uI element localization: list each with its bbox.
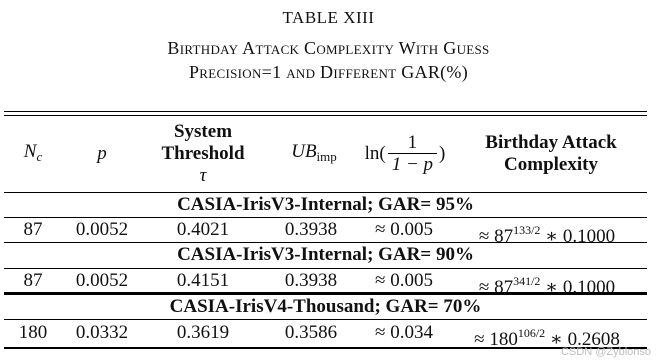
header-ub-sub: imp	[316, 148, 337, 164]
cell-ub: 0.3586	[284, 322, 338, 343]
section-title-3: CASIA-IrisV4-Thousand; GAR= 70%	[169, 296, 482, 317]
section-title-1: CASIA-IrisV3-Internal; GAR= 95%	[177, 194, 474, 215]
header-ln-numerator: 1	[407, 131, 418, 153]
header-bac-line1: Birthday Attack	[485, 132, 617, 153]
cell-ln: ≈ 0.034	[375, 322, 433, 343]
cell-threshold: 0.3619	[176, 322, 230, 343]
cell-ln: ≈ 0.005	[375, 219, 433, 240]
cell-bac-exponent: 133/2	[513, 223, 541, 237]
table-caption-line-2: Precision=1 and Different GAR(%)	[188, 62, 469, 82]
rule-section-1	[4, 217, 647, 218]
cell-ln: ≈ 0.005	[375, 270, 433, 291]
cell-bac-base: ≈ 87	[478, 226, 514, 247]
rule-section-2-top	[4, 242, 647, 243]
watermark: CSDN @Zyblonso	[560, 346, 651, 358]
header-birthday-attack: Birthday Attack Complexity	[460, 118, 642, 190]
rule-top-inner	[4, 115, 647, 116]
rule-section-2	[4, 268, 647, 269]
cell-bac: ≈ 180106/2 ∗ 0.2608	[452, 321, 642, 352]
table-caption-line-1: Birthday Attack Complexity With Guess	[167, 38, 490, 58]
header-threshold: System Threshold τ	[150, 118, 256, 190]
table-number: TABLE XIII	[282, 8, 375, 27]
cell-p: 0.0332	[75, 322, 129, 343]
cell-bac: ≈ 87133/2 ∗ 0.1000	[452, 218, 642, 249]
header-threshold-line2: Threshold	[161, 143, 245, 164]
header-nc: Nc	[14, 118, 52, 190]
section-title-2: CASIA-IrisV3-Internal; GAR= 90%	[177, 244, 474, 265]
cell-nc: 87	[23, 219, 43, 240]
cell-bac-base: ≈ 180	[474, 329, 518, 350]
cell-threshold: 0.4151	[176, 270, 230, 291]
cell-p: 0.0052	[75, 270, 129, 291]
header-ln-suffix: )	[439, 143, 446, 164]
header-nc-sub: c	[36, 148, 43, 164]
rule-table-bottom	[4, 347, 647, 349]
header-bac-line2: Complexity	[504, 154, 598, 175]
rule-section-3	[4, 319, 647, 320]
cell-bac-exponent: 106/2	[517, 326, 546, 340]
header-ln-prefix: ln(	[364, 143, 386, 164]
cell-nc: 180	[18, 322, 48, 343]
header-ub-main: UB	[291, 140, 317, 162]
cell-p: 0.0052	[75, 219, 129, 240]
header-ub: UBimp	[276, 118, 352, 190]
rule-header-bottom	[4, 192, 647, 193]
cell-bac-factor: ∗ 0.1000	[540, 226, 616, 247]
rule-section-3-thick	[4, 292, 647, 295]
header-p-label: p	[97, 143, 107, 164]
header-ln-denominator: 1 − p	[387, 152, 438, 176]
header-nc-main: N	[23, 140, 37, 162]
header-threshold-line1: System	[173, 121, 233, 142]
header-ln: ln( 1 1 − p )	[358, 118, 452, 190]
cell-bac-exponent: 341/2	[513, 274, 541, 288]
cell-bac-factor: ∗ 0.2608	[545, 329, 620, 350]
rule-top-outer	[4, 111, 647, 112]
cell-nc: 87	[23, 270, 43, 291]
cell-ub: 0.3938	[284, 270, 338, 291]
header-threshold-symbol: τ	[199, 165, 207, 186]
cell-threshold: 0.4021	[176, 219, 230, 240]
header-p: p	[64, 118, 140, 190]
cell-ub: 0.3938	[284, 219, 338, 240]
